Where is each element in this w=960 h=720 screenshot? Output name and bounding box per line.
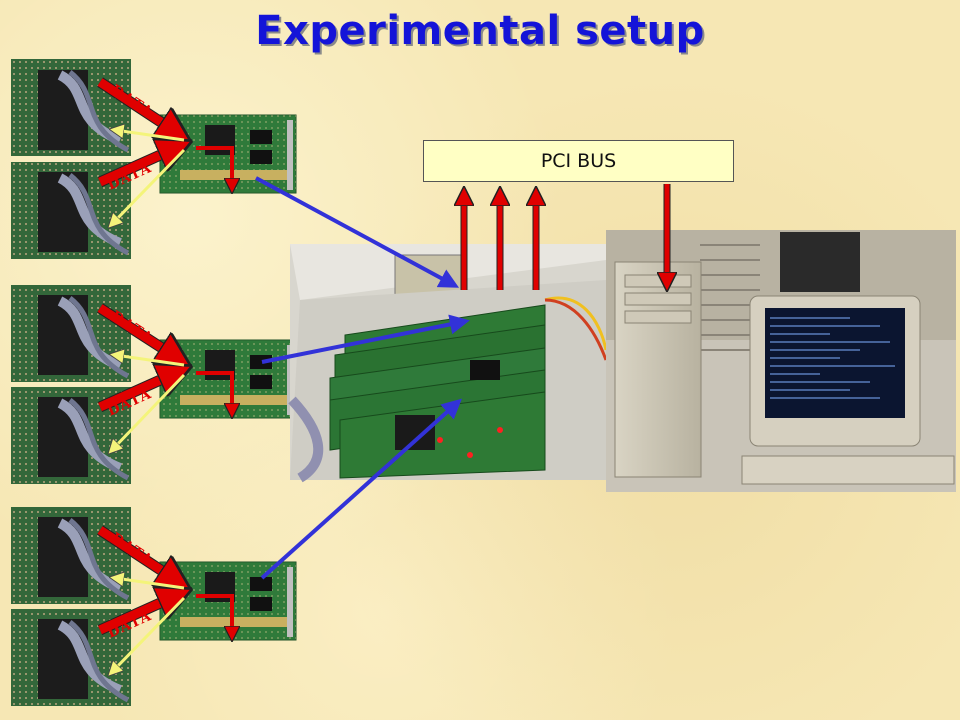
control-arrow: [112, 148, 186, 224]
data-arrow: [97, 526, 176, 580]
sensor-module-photo: [11, 162, 131, 259]
control-arrow: [115, 355, 185, 367]
data-arrow: [97, 304, 176, 357]
slide-title: Experimental setup: [255, 8, 705, 54]
sensor-modules: [11, 59, 131, 706]
control-arrow: [112, 596, 186, 672]
connection-arrow: [260, 398, 462, 580]
pci-bus-box: PCI BUS: [423, 140, 734, 182]
stacked-pci-cards: [329, 304, 546, 479]
monitor-screen: [765, 308, 905, 418]
host-computer-photo: [606, 230, 956, 492]
data-arrow: [98, 148, 176, 187]
data-flow-arrows: [96, 77, 232, 672]
sensor-module-photo: [11, 507, 131, 604]
pc-chassis-photo: [288, 244, 608, 483]
card-to-chassis-arrows: [255, 176, 470, 580]
card-output-arrow: [196, 371, 232, 411]
control-arrow: [115, 130, 185, 142]
sensor-module-photo: [11, 59, 131, 156]
control-arrow: [115, 578, 185, 590]
sensor-module-photo: [11, 285, 131, 382]
connection-arrow: [255, 176, 460, 288]
connection-arrow: [261, 314, 470, 364]
data-arrow: [98, 596, 176, 635]
sensor-module-photo: [11, 609, 131, 706]
keyboard: [741, 455, 955, 485]
pci-bus-arrows: [464, 184, 667, 290]
data-arrow: [98, 373, 176, 412]
card-output-arrow: [196, 594, 232, 634]
control-arrow: [112, 373, 186, 450]
data-arrow: [97, 78, 176, 132]
poster-photo: [780, 232, 860, 292]
card-output-arrow: [196, 146, 232, 186]
